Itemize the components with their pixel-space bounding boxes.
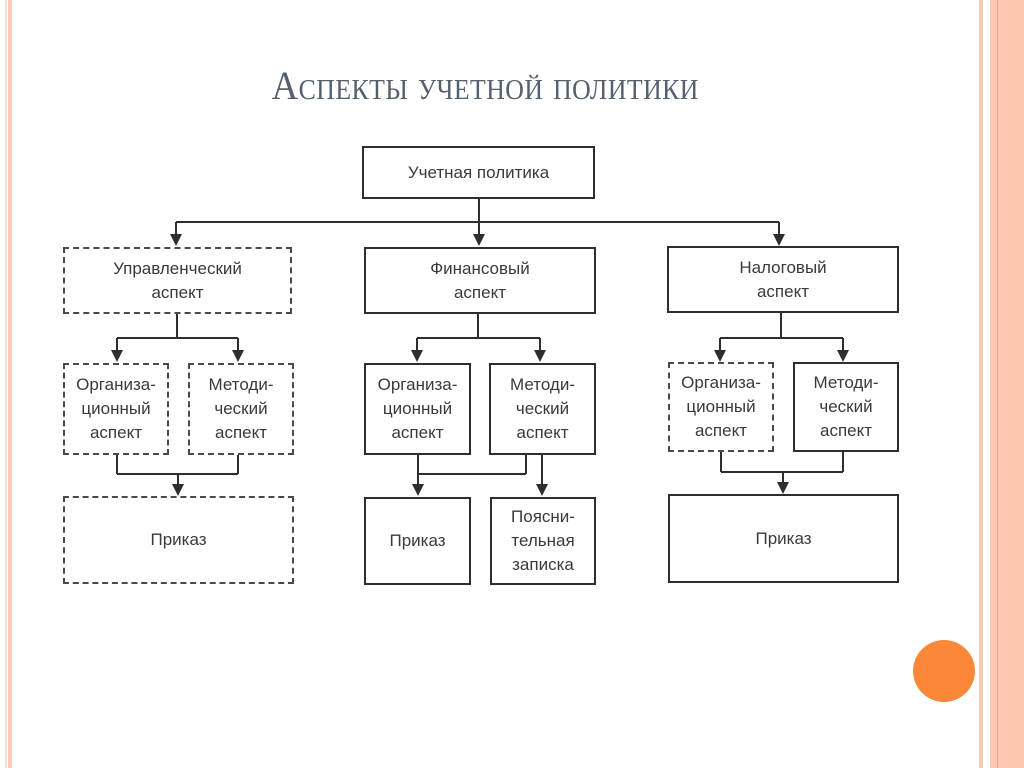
management-aspect-node: Управленческий аспект: [63, 247, 292, 314]
left-border-stripe: [5, 0, 7, 768]
slide-title: Аспекты учетной политики: [0, 62, 970, 109]
tax-organizational-node: Организа- ционный аспект: [668, 362, 774, 452]
root-node: Учетная политика: [362, 146, 595, 199]
management-methodical-node: Методи- ческий аспект: [188, 363, 294, 455]
arrowhead: [172, 484, 184, 496]
arrowhead: [536, 484, 548, 496]
arrowhead: [473, 234, 485, 246]
right-border-line: [997, 0, 998, 768]
financial-methodical-node: Методи- ческий аспект: [489, 363, 596, 455]
arrowhead: [232, 350, 244, 362]
tax-aspect-node: Налоговый аспект: [667, 246, 899, 313]
tax-methodical-node: Методи- ческий аспект: [793, 362, 899, 452]
arrowhead: [534, 350, 546, 362]
arrowhead: [111, 350, 123, 362]
right-border-stripe: [979, 0, 983, 768]
arrowhead: [714, 350, 726, 362]
right-border-band: [1008, 0, 1024, 768]
arrowhead: [837, 350, 849, 362]
management-organizational-node: Организа- ционный аспект: [63, 363, 169, 455]
arrowhead: [773, 234, 785, 246]
orange-decorative-circle: [913, 640, 975, 702]
financial-explanatory-note-node: Поясни- тельная записка: [490, 497, 596, 585]
financial-order-node: Приказ: [364, 497, 471, 585]
arrowhead: [170, 234, 182, 246]
financial-organizational-node: Организа- ционный аспект: [364, 363, 471, 455]
slide-title-text: Аспекты учетной политики: [271, 63, 699, 108]
management-order-node: Приказ: [63, 496, 294, 584]
arrowhead: [412, 484, 424, 496]
arrowhead: [411, 350, 423, 362]
financial-aspect-node: Финансовый аспект: [364, 247, 596, 314]
left-border-stripe: [8, 0, 12, 768]
tax-order-node: Приказ: [668, 494, 899, 583]
arrowhead: [777, 482, 789, 494]
